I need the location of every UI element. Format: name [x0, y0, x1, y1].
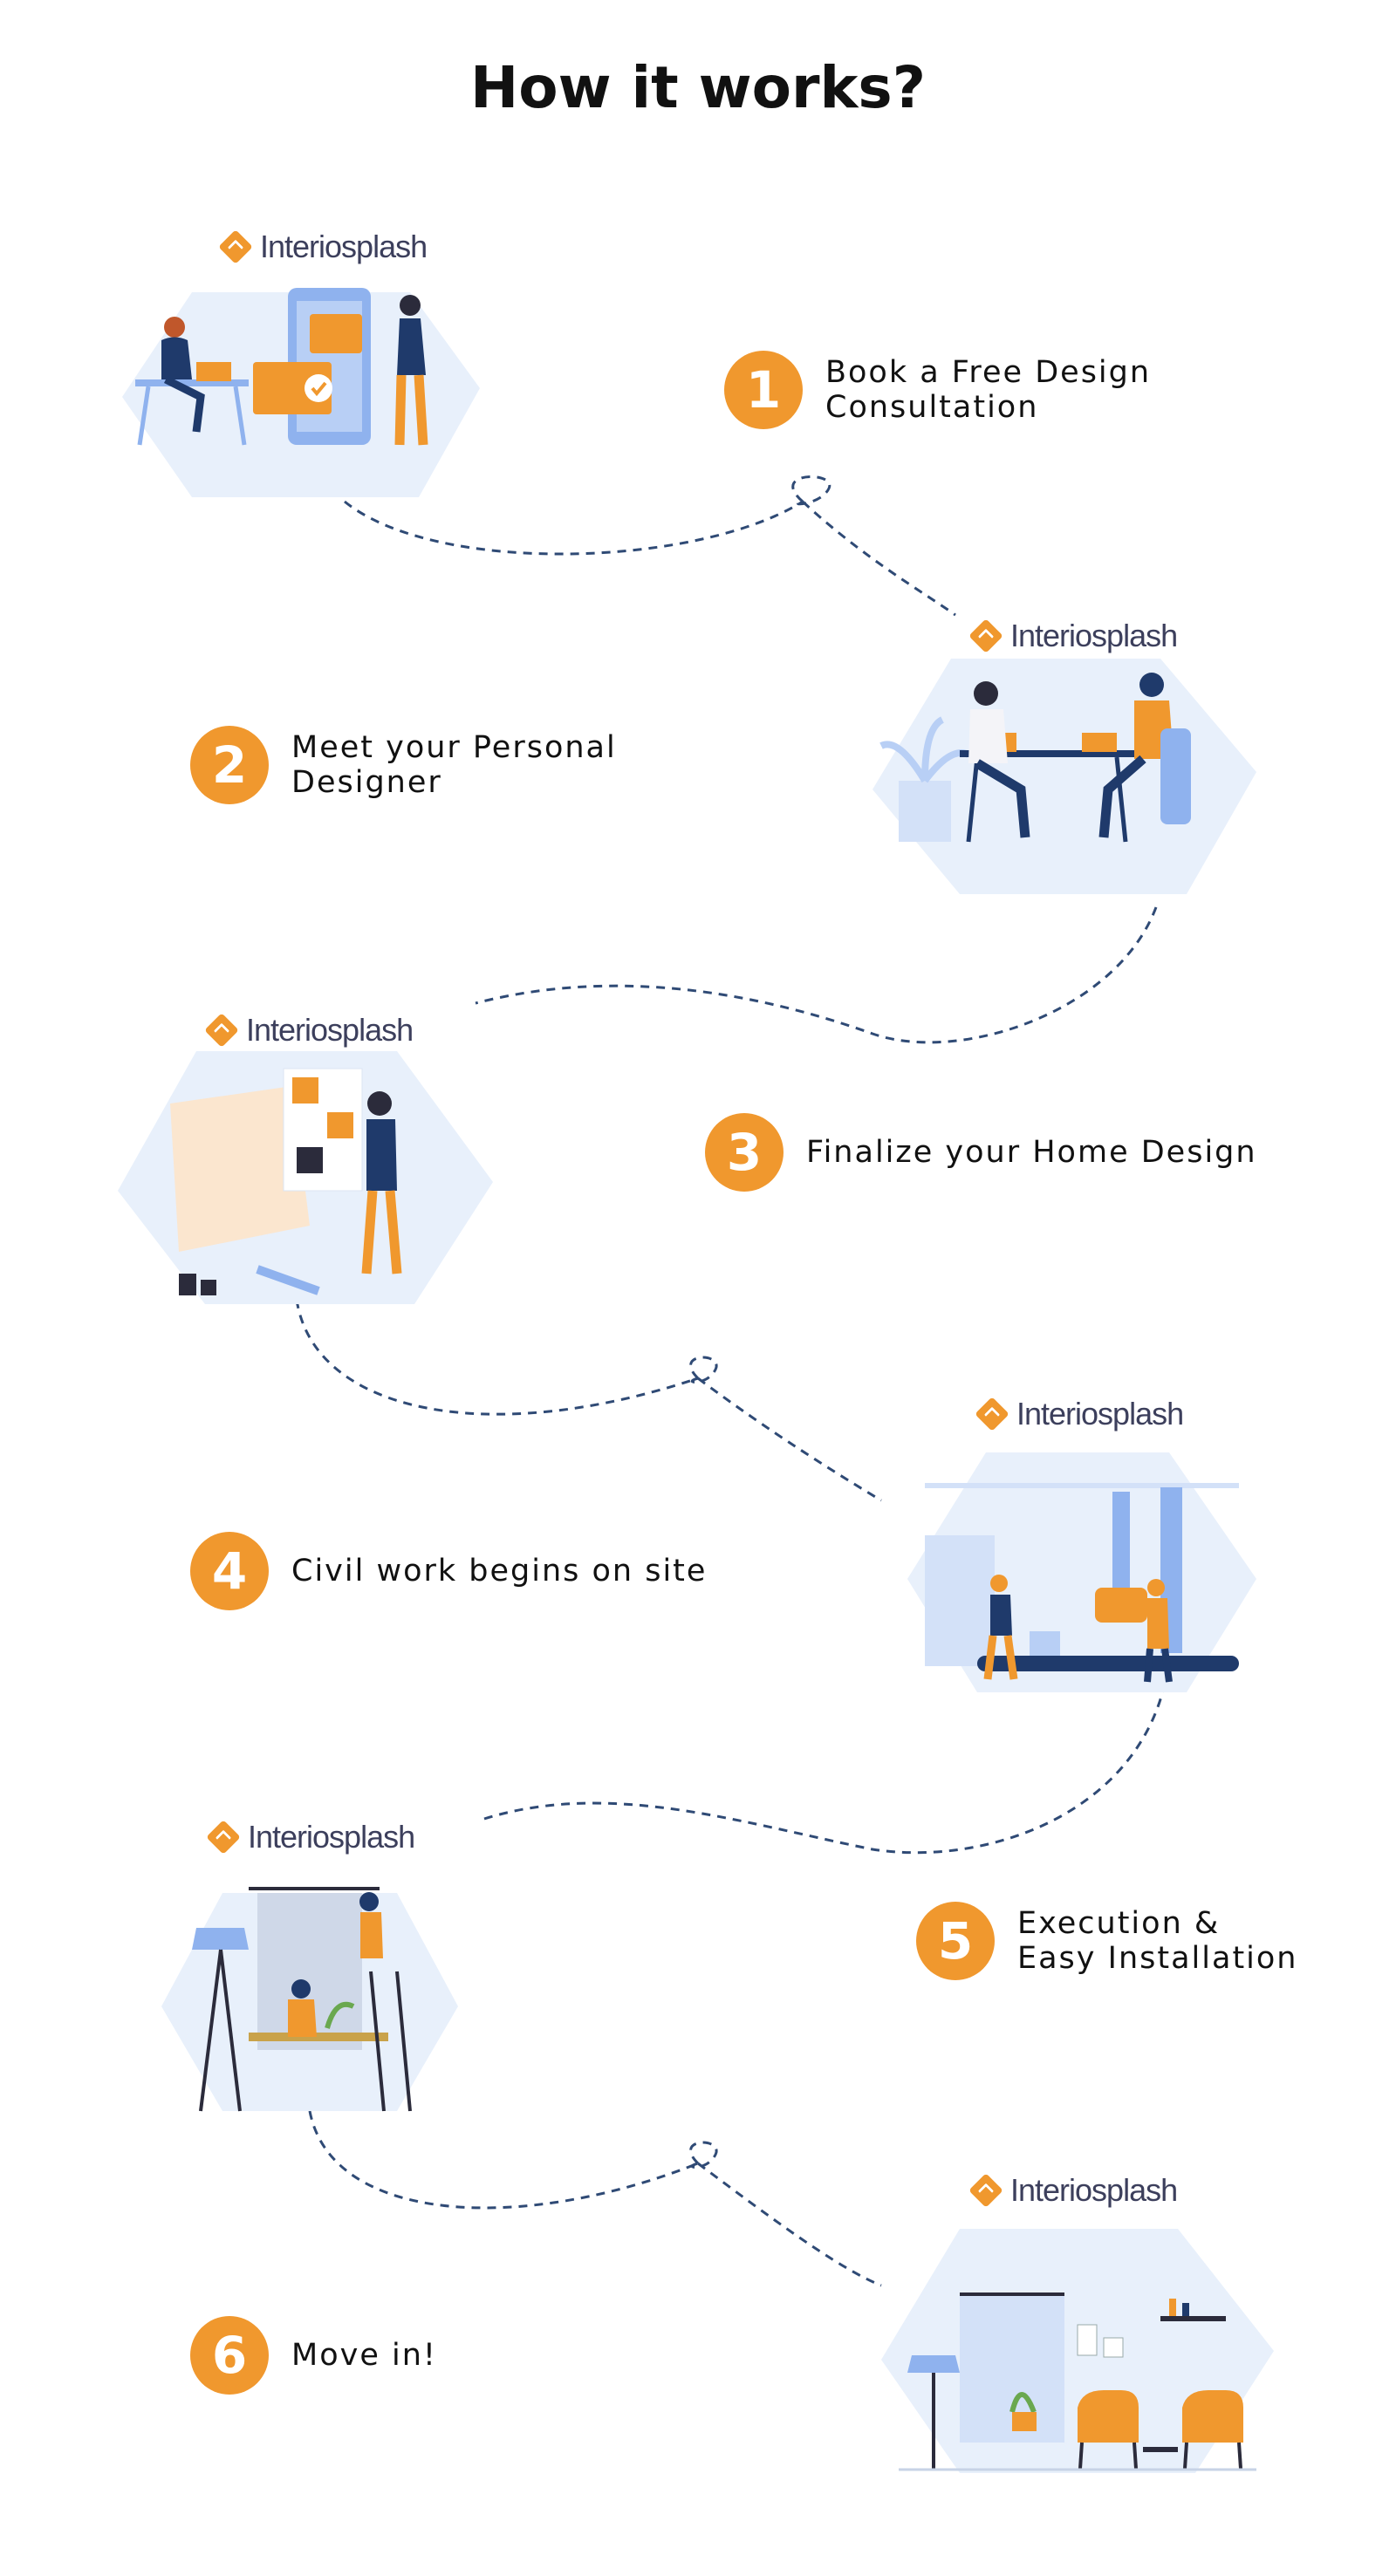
living-room-illustration: [881, 2229, 1274, 2473]
brand-name: Interiosplash: [1016, 1396, 1184, 1431]
logo-mark-icon: [968, 618, 1003, 653]
step-6: 6 Move in!: [190, 2316, 437, 2395]
step-label-line: Book a Free Design: [825, 355, 1152, 390]
brand-name: Interiosplash: [1010, 618, 1178, 653]
step-label-line: Civil work begins on site: [291, 1554, 708, 1589]
step-label-line: Meet your Personal: [291, 730, 617, 765]
brand-logo: Interiosplash: [975, 1396, 1184, 1432]
brand-name: Interiosplash: [248, 1819, 415, 1855]
brand-name: Interiosplash: [260, 229, 428, 264]
step-label-line: Finalize your Home Design: [806, 1135, 1257, 1170]
brand-logo: Interiosplash: [968, 618, 1178, 654]
step-number-badge: 5: [916, 1902, 995, 1980]
step-label-line: Move in!: [291, 2338, 437, 2373]
step-number-badge: 2: [190, 726, 269, 804]
step-label-line: Execution &: [1017, 1906, 1221, 1941]
step-label: Civil work begins on site: [291, 1554, 707, 1589]
step-label: Finalize your Home Design: [806, 1135, 1257, 1170]
step-label-line: Easy Installation: [1017, 1941, 1298, 1976]
step-3: 3 Finalize your Home Design: [705, 1113, 1257, 1192]
logo-mark-icon: [975, 1397, 1009, 1431]
logo-mark-icon: [206, 1820, 241, 1855]
step-number-badge: 4: [190, 1532, 269, 1610]
step-label: Meet your Personal Designer: [291, 730, 617, 800]
brand-logo: Interiosplash: [968, 2172, 1178, 2209]
design-board-illustration: [118, 1051, 493, 1304]
logo-mark-icon: [968, 2173, 1003, 2208]
brand-name: Interiosplash: [246, 1012, 414, 1048]
brand-logo: Interiosplash: [206, 1819, 415, 1855]
step-label-line: Consultation: [825, 390, 1039, 425]
step-label: Move in!: [291, 2338, 437, 2373]
factory-workers-illustration: [907, 1452, 1256, 1692]
step-number-badge: 1: [724, 351, 803, 429]
step-label: Execution & Easy Installation: [1017, 1906, 1298, 1976]
brand-logo: Interiosplash: [218, 229, 428, 265]
brand-logo: Interiosplash: [204, 1012, 414, 1049]
laptop-phone-consultation-illustration: [122, 288, 480, 497]
logo-mark-icon: [204, 1013, 239, 1048]
step-2: 2 Meet your Personal Designer: [190, 726, 617, 804]
step-number-badge: 3: [705, 1113, 784, 1192]
page-title: How it works?: [469, 54, 926, 121]
designer-meeting-illustration: [872, 659, 1256, 894]
logo-mark-icon: [218, 229, 253, 264]
step-number-badge: 6: [190, 2316, 269, 2395]
step-label: Book a Free Design Consultation: [825, 355, 1151, 425]
step-4: 4 Civil work begins on site: [190, 1532, 707, 1610]
brand-name: Interiosplash: [1010, 2172, 1178, 2208]
installation-workers-illustration: [161, 1887, 458, 2112]
step-label-line: Designer: [291, 765, 442, 800]
step-5: 5 Execution & Easy Installation: [916, 1902, 1298, 1980]
step-1: 1 Book a Free Design Consultation: [724, 351, 1151, 429]
